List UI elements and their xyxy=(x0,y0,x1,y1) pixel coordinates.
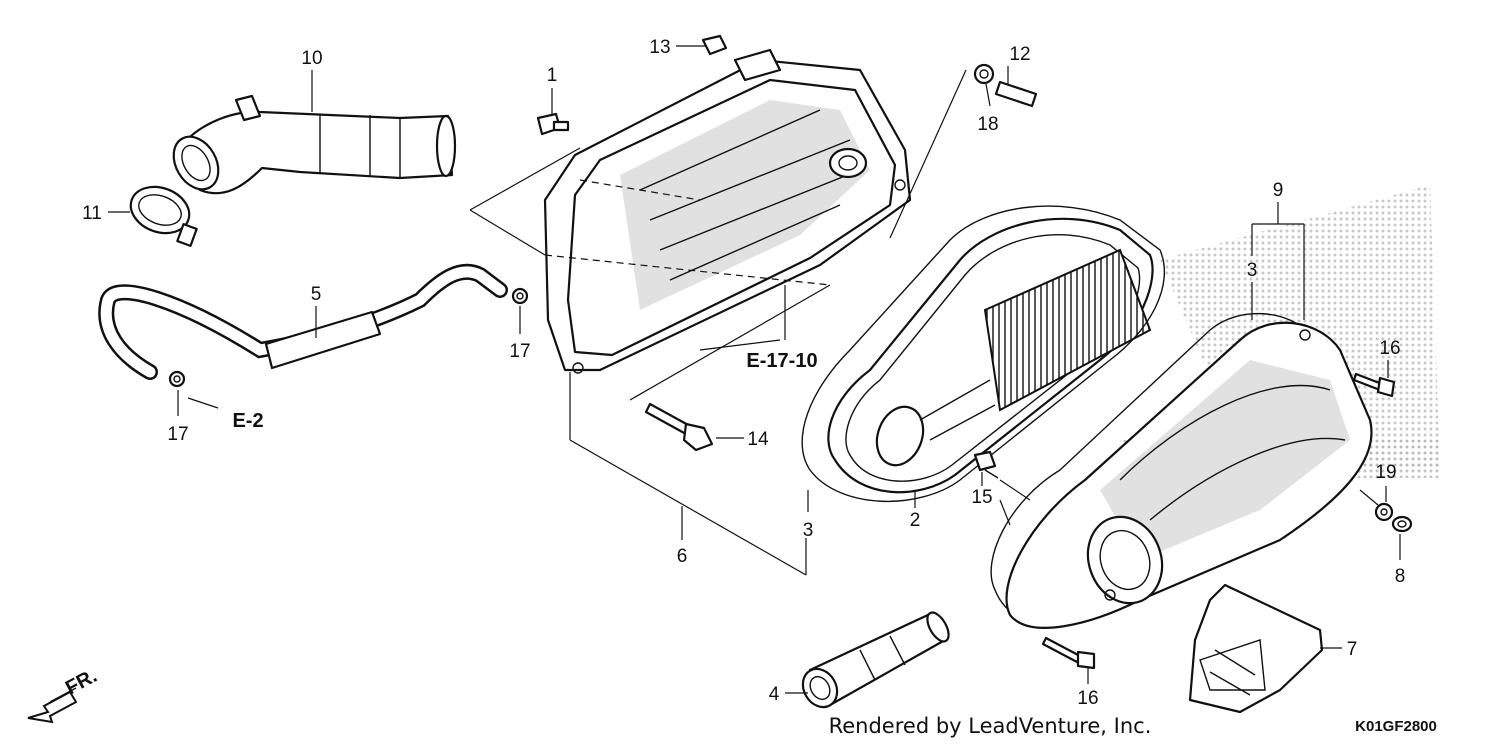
part-13-clip[interactable] xyxy=(701,34,728,56)
callout-12: 12 xyxy=(1009,44,1030,65)
callout-6: 6 xyxy=(677,546,688,567)
callout-17-right: 17 xyxy=(509,341,530,362)
part-9-cover-assembly[interactable] xyxy=(1005,321,1373,629)
callout-14: 14 xyxy=(747,429,769,450)
callout-labels: 10 11 5 17 17 1 13 12 18 9 3 16 14 15 19… xyxy=(82,37,1405,709)
part-18-clip[interactable] xyxy=(973,63,995,85)
part-2-filter-element[interactable] xyxy=(827,217,1154,494)
part-3-gasket-left[interactable] xyxy=(801,205,1165,502)
diagram-code: K01GF2800 xyxy=(1355,718,1437,735)
callout-16-bottom: 16 xyxy=(1077,688,1098,709)
part-8-grommet[interactable] xyxy=(1391,515,1413,533)
reference-e17-10[interactable]: E-17-10 xyxy=(746,350,817,372)
callout-7: 7 xyxy=(1347,639,1358,660)
part-17-clip-left[interactable] xyxy=(168,370,186,388)
callout-18: 18 xyxy=(977,114,998,135)
part-7-intake-cover[interactable] xyxy=(1188,583,1324,714)
part-12-pin[interactable] xyxy=(994,80,1038,108)
part-11-band-clamp[interactable] xyxy=(124,179,198,247)
callout-4: 4 xyxy=(769,684,780,705)
callout-8: 8 xyxy=(1395,566,1406,587)
part-4-intake-tube[interactable] xyxy=(796,609,953,713)
part-15-screw[interactable] xyxy=(973,450,999,479)
part-14-bolt[interactable] xyxy=(644,402,714,452)
part-16-screw-bottom[interactable] xyxy=(1041,636,1096,670)
callout-19: 19 xyxy=(1375,462,1396,483)
part-17-clip-right[interactable] xyxy=(511,287,529,305)
callout-5: 5 xyxy=(311,284,322,305)
part-1-screw[interactable] xyxy=(536,112,570,136)
leader-lines xyxy=(108,45,1401,694)
callout-15: 15 xyxy=(971,487,992,508)
part-10-intake-duct[interactable] xyxy=(165,94,457,197)
callout-17-left: 17 xyxy=(167,424,188,445)
part-16-screw-top[interactable] xyxy=(1352,372,1396,398)
callout-3-bracket: 3 xyxy=(1247,260,1258,281)
callout-9: 9 xyxy=(1273,180,1284,201)
alignment-lines xyxy=(469,69,967,401)
callout-11: 11 xyxy=(82,203,102,224)
callout-13: 13 xyxy=(649,37,670,58)
callout-2: 2 xyxy=(910,510,921,531)
reference-e2[interactable]: E-2 xyxy=(232,410,263,432)
callout-3: 3 xyxy=(803,520,814,541)
part-5-breather-tube[interactable] xyxy=(98,263,508,380)
part-19-clip[interactable] xyxy=(1374,502,1394,522)
part-6-air-cleaner-case[interactable] xyxy=(543,48,912,374)
front-direction-arrow-icon xyxy=(27,687,78,724)
callout-1: 1 xyxy=(547,65,558,86)
callout-10: 10 xyxy=(301,48,322,69)
callout-16-top: 16 xyxy=(1379,338,1400,359)
footer-rendered-by: Rendered by LeadVenture, Inc. xyxy=(829,714,1152,738)
